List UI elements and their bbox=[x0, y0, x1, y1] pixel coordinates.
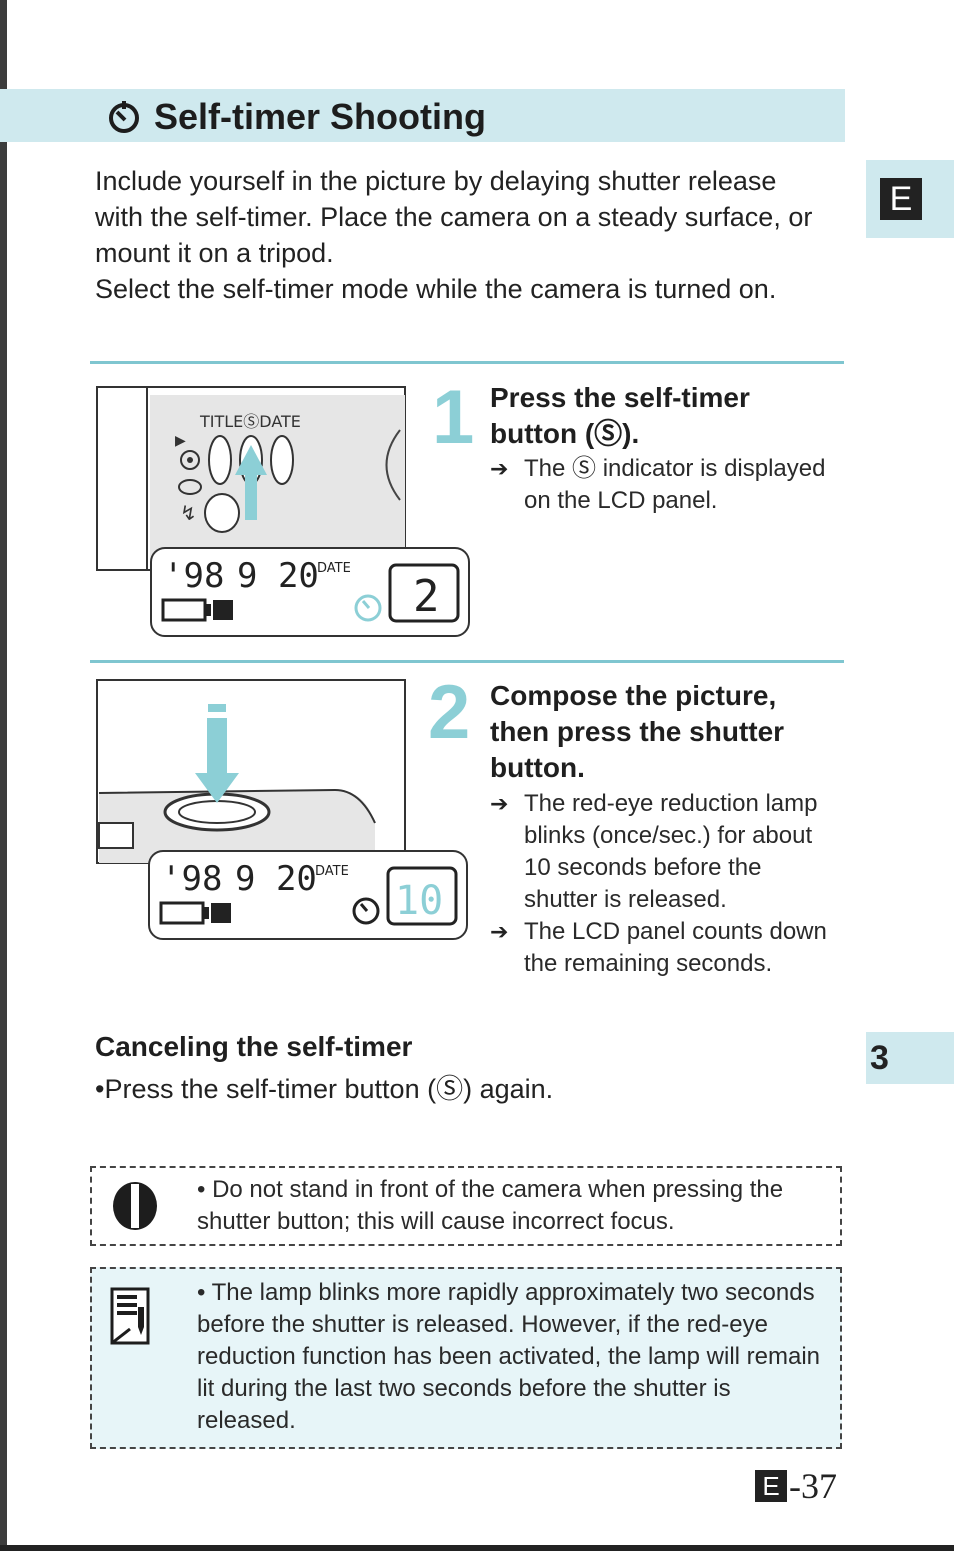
step2-title: Compose the picture, then press the shut… bbox=[490, 680, 785, 783]
step2-bullet-1: ➔ The red-eye reduction lamp blinks (onc… bbox=[490, 788, 840, 916]
step1-illustration: TITLEⓈDATE ▶ ↯ '98 9 20 DATE 2 bbox=[96, 386, 470, 637]
press-down-arrow-icon bbox=[195, 718, 239, 803]
caution-icon bbox=[113, 1182, 157, 1230]
step2-number: 2 bbox=[428, 670, 471, 755]
intro-paragraph-2: Select the self-timer mode while the cam… bbox=[95, 274, 777, 304]
step1-lcd-counter: 2 bbox=[413, 571, 440, 622]
step1-lcd-timer-icon bbox=[354, 594, 382, 622]
page-title: Self-timer Shooting bbox=[106, 96, 486, 138]
step2-lcd-year: '98 bbox=[161, 859, 222, 899]
step2-bullet-2-text: The LCD panel counts down the remaining … bbox=[524, 918, 827, 977]
page-title-text: Self-timer Shooting bbox=[154, 96, 486, 137]
step1-lcd-year: '98 bbox=[163, 556, 224, 596]
step2-text: Compose the picture, then press the shut… bbox=[490, 678, 840, 980]
side-tab-language: E bbox=[866, 160, 954, 238]
page-number: E -37 bbox=[755, 1465, 837, 1507]
svg-text:▶: ▶ bbox=[175, 433, 186, 449]
arrow-right-icon: ➔ bbox=[490, 456, 509, 481]
press-arrow-icon bbox=[235, 445, 267, 520]
intro-paragraph-1: Include yourself in the picture by delay… bbox=[95, 166, 813, 268]
self-timer-icon bbox=[109, 101, 139, 133]
page-left-edge bbox=[0, 0, 7, 1551]
step1-button-labels: TITLEⓈDATE bbox=[199, 412, 301, 431]
step1-bullet: ➔ The Ⓢ indicator is displayed on the LC… bbox=[490, 453, 840, 517]
caution-text: • Do not stand in front of the camera wh… bbox=[197, 1176, 784, 1235]
step1-title: Press the self-timer button (Ⓢ). bbox=[490, 382, 750, 449]
title-band bbox=[0, 89, 845, 142]
page-number-prefix: E bbox=[755, 1470, 787, 1502]
cancel-heading: Canceling the self-timer bbox=[95, 1031, 413, 1062]
cancel-text: •Press the self-timer button (Ⓢ) again. bbox=[95, 1074, 554, 1104]
svg-text:↯: ↯ bbox=[180, 501, 197, 525]
intro-text: Include yourself in the picture by delay… bbox=[95, 163, 830, 307]
step2-lcd-counter: 10 bbox=[395, 878, 443, 924]
step2-illustration: '98 9 20 DATE 10 bbox=[96, 679, 468, 940]
memo-icon bbox=[110, 1287, 150, 1345]
step1-lcd-date-label: DATE bbox=[317, 561, 351, 576]
page-number-value: -37 bbox=[789, 1466, 837, 1506]
arrow-right-icon: ➔ bbox=[490, 791, 509, 816]
side-tab-chapter: 3 bbox=[866, 1032, 954, 1084]
memo-text: • The lamp blinks more rapidly approxima… bbox=[197, 1279, 821, 1434]
step2-lcd-timer-icon bbox=[352, 897, 380, 925]
memo-box: • The lamp blinks more rapidly approxima… bbox=[90, 1267, 842, 1449]
step2-bullet-2: ➔ The LCD panel counts down the remainin… bbox=[490, 916, 840, 980]
step2-lcd-date-label: DATE bbox=[315, 864, 349, 879]
arrow-right-icon: ➔ bbox=[490, 919, 509, 944]
step1-lcd-date: 9 20 bbox=[237, 556, 319, 596]
divider-2 bbox=[90, 660, 844, 663]
step2-bullet-1-text: The red-eye reduction lamp blinks (once/… bbox=[524, 790, 818, 913]
caution-box: • Do not stand in front of the camera wh… bbox=[90, 1166, 842, 1246]
divider-1 bbox=[90, 361, 844, 364]
side-tab-letter: E bbox=[880, 178, 922, 220]
step1-number: 1 bbox=[432, 375, 475, 460]
step1-bullet-text: The Ⓢ indicator is displayed on the LCD … bbox=[524, 455, 826, 514]
step2-lcd-date: 9 20 bbox=[235, 859, 317, 899]
page-bottom-edge bbox=[0, 1545, 954, 1551]
step1-text: Press the self-timer button (Ⓢ). ➔ The Ⓢ… bbox=[490, 380, 840, 517]
